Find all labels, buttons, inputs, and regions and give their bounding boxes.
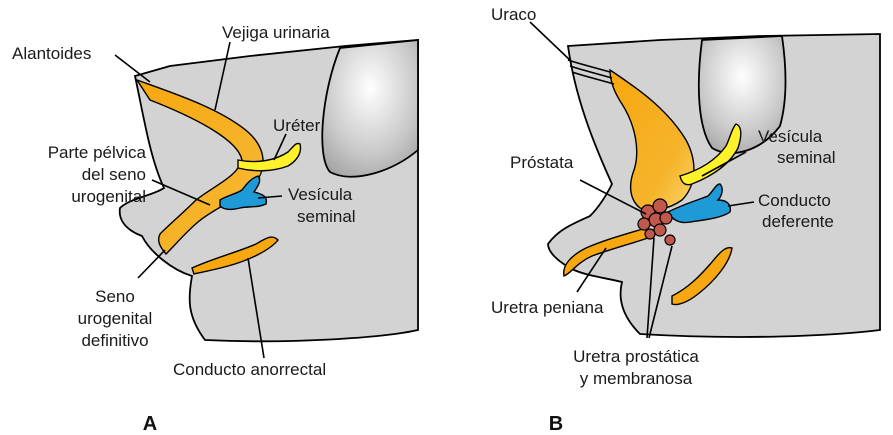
prostate-lobe <box>660 212 672 224</box>
label-parte-pelvica-1: Parte pélvica <box>48 143 147 162</box>
panel-letter-a: A <box>143 413 157 435</box>
label-vejiga-urinaria: Vejiga urinaria <box>222 23 330 42</box>
label-vesicula-b-2: seminal <box>777 148 836 167</box>
label-uretra-prostatica-1: Uretra prostática <box>573 347 699 366</box>
leader-uraco <box>530 22 572 62</box>
label-vesicula-a-1: Vesícula <box>288 185 353 204</box>
leader-alantoides <box>115 55 150 82</box>
leader-seno <box>138 250 165 278</box>
panel-letter-b: B <box>549 413 563 435</box>
label-seno-3: definitivo <box>81 331 148 350</box>
prostate-lobe <box>653 199 667 213</box>
label-parte-pelvica-3: urogenital <box>71 187 146 206</box>
label-conducto-2: deferente <box>762 212 834 231</box>
label-uretra-peniana: Uretra peniana <box>491 298 604 317</box>
label-uraco: Uraco <box>491 5 536 24</box>
label-conducto-1: Conducto <box>758 191 831 210</box>
panel-a-peritoneal-pouch <box>322 40 418 177</box>
label-conducto-anorrectal: Conducto anorrectal <box>173 360 326 379</box>
prostate-lobe <box>665 235 675 245</box>
label-seno-1: Seno <box>95 287 135 306</box>
label-vesicula-a-2: seminal <box>297 207 356 226</box>
label-seno-2: urogenital <box>78 309 153 328</box>
label-uretra-prostatica-2: y membranosa <box>580 369 693 388</box>
prostate-lobe <box>654 224 666 236</box>
panel-b: Uraco Vesícula seminal Próstata Conducto… <box>491 5 880 435</box>
label-parte-pelvica-2: del seno <box>82 165 146 184</box>
prostate-lobe <box>645 229 655 239</box>
label-alantoides: Alantoides <box>12 44 91 63</box>
label-vesicula-b-1: Vesícula <box>758 127 823 146</box>
prostate-lobe <box>638 218 650 230</box>
panel-a: Vejiga urinaria Alantoides Uréter Parte … <box>12 23 418 435</box>
label-ureter: Uréter <box>273 116 321 135</box>
label-prostata: Próstata <box>510 153 574 172</box>
